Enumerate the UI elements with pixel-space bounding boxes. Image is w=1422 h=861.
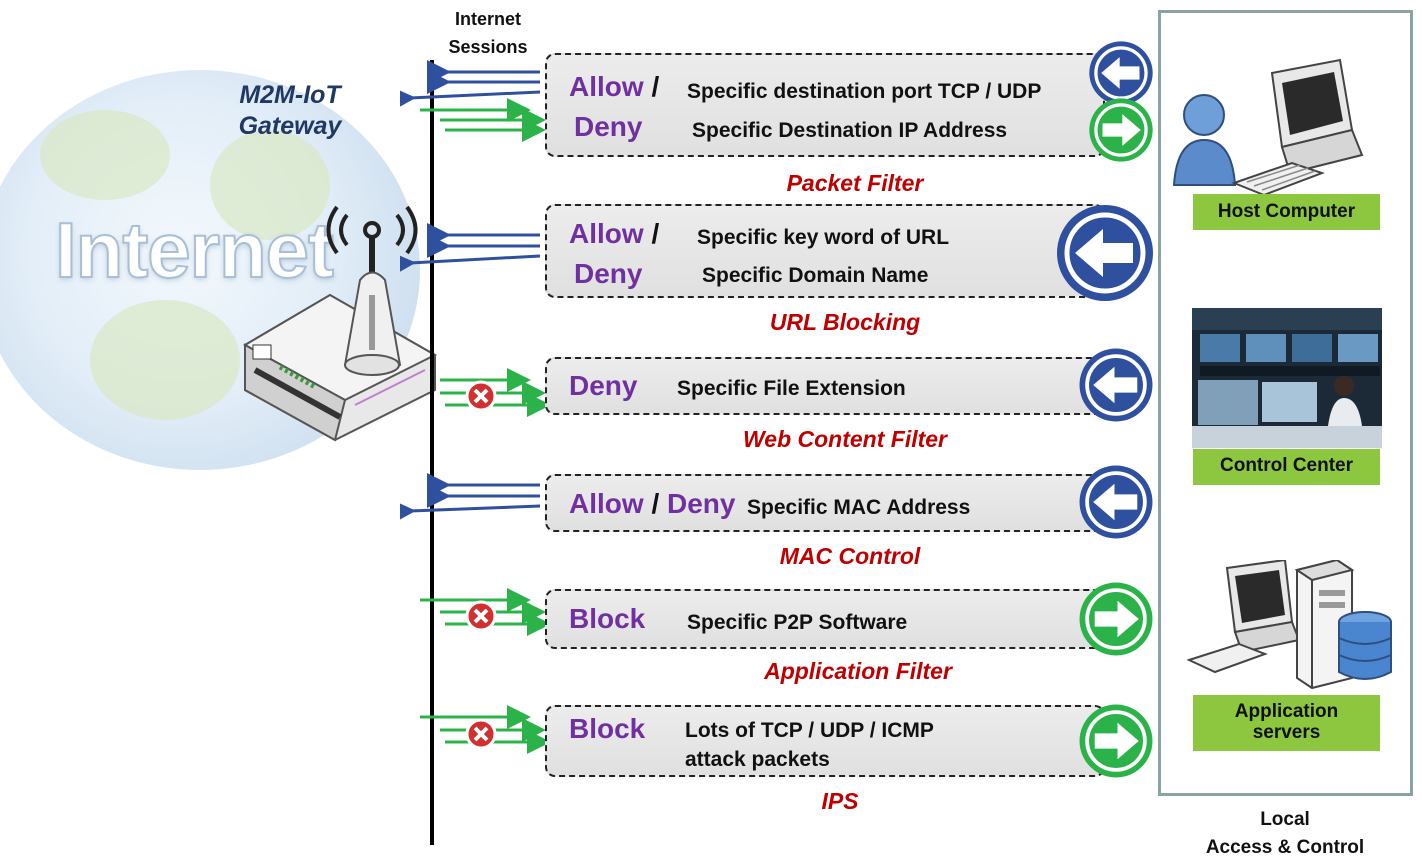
block-label: Block — [569, 603, 646, 634]
deny-label: Deny — [667, 488, 736, 519]
rule-description: attack packets — [685, 748, 830, 771]
inbound-arrow-icon — [1078, 464, 1154, 540]
allow-label: Allow — [569, 71, 644, 102]
host-computer-label: Host Computer — [1193, 194, 1380, 230]
allow-label: Allow — [569, 488, 644, 519]
web-content-filter-box: Deny Specific File Extension — [545, 357, 1105, 415]
application-servers-line1: Application — [1234, 701, 1339, 722]
inbound-arrow-icon — [1055, 203, 1155, 303]
host-computer-icon — [1172, 58, 1364, 195]
application-server-icon — [1187, 560, 1392, 690]
control-center-label: Control Center — [1193, 449, 1380, 485]
slash-separator: / — [651, 218, 660, 249]
application-filter-box: Block Specific P2P Software — [545, 589, 1105, 649]
outbound-arrow-icon — [1088, 97, 1154, 163]
local-caption-line2: Access & Control — [1205, 836, 1365, 858]
local-access-caption: Local Access & Control — [1180, 806, 1390, 861]
allow-label: Allow — [569, 218, 644, 249]
gateway-title-line2: Gateway — [238, 112, 342, 141]
internet-sessions-title: Internet Sessions — [428, 6, 548, 62]
application-filter-caption: Application Filter — [764, 658, 952, 684]
rule-description: Specific P2P Software — [687, 611, 908, 634]
packet-filter-box: Allow / Deny Specific destination port T… — [545, 53, 1105, 157]
mac-control-box: Allow / Deny Specific MAC Address — [545, 474, 1105, 532]
slash-separator: / — [651, 488, 660, 519]
deny-label: Deny — [574, 111, 643, 142]
rule-description: Specific File Extension — [677, 377, 906, 400]
rule-description: Specific key word of URL — [697, 226, 950, 249]
sessions-line1: Internet — [454, 9, 521, 29]
sessions-line2: Sessions — [448, 36, 528, 57]
packet-filter-caption: Packet Filter — [786, 170, 924, 196]
web-content-filter-caption: Web Content Filter — [742, 426, 947, 452]
outbound-arrow-icon — [1078, 581, 1154, 657]
rule-description: Specific MAC Address — [747, 496, 971, 519]
local-caption-line1: Local — [1260, 809, 1310, 830]
ips-box: Block Lots of TCP / UDP / ICMP attack pa… — [545, 705, 1105, 777]
block-x-icon — [465, 718, 497, 750]
url-blocking-box: Allow / Deny Specific key word of URL Sp… — [545, 204, 1105, 298]
block-label: Block — [569, 713, 646, 744]
rule-description: Specific Domain Name — [702, 264, 929, 287]
application-servers-label: Application servers — [1193, 695, 1380, 751]
control-center-image — [1192, 308, 1382, 448]
inbound-arrow-icon — [1088, 40, 1154, 106]
inbound-arrow-icon — [1078, 347, 1154, 423]
gateway-title: M2M-IoT Gateway — [190, 80, 390, 143]
block-x-icon — [465, 380, 497, 412]
internet-label: Internet — [54, 205, 335, 295]
rule-description: Specific Destination IP Address — [692, 119, 1008, 142]
rule-description: Lots of TCP / UDP / ICMP — [685, 719, 934, 742]
traffic-arrows — [400, 60, 551, 754]
session-divider-line — [430, 60, 434, 845]
deny-label: Deny — [569, 370, 638, 401]
gateway-title-line1: M2M-IoT — [239, 81, 341, 109]
slash-separator: / — [651, 71, 660, 102]
url-blocking-caption: URL Blocking — [769, 309, 921, 335]
mac-control-caption: MAC Control — [779, 543, 921, 569]
ips-caption: IPS — [821, 788, 859, 814]
rule-description: Specific destination port TCP / UDP — [687, 80, 1042, 103]
block-x-icon — [465, 600, 497, 632]
outbound-arrow-icon — [1078, 703, 1154, 779]
application-servers-line2: servers — [1252, 721, 1321, 743]
router-icon — [242, 205, 438, 442]
deny-label: Deny — [574, 258, 643, 289]
